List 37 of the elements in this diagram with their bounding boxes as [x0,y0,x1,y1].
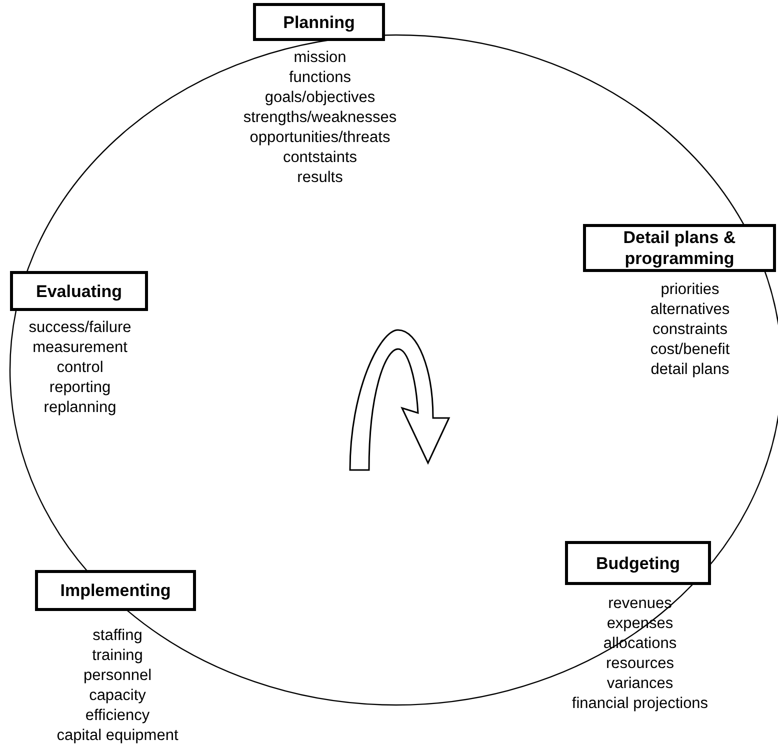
stage-item: measurement [32,338,128,358]
stage-item: capital equipment [56,726,178,746]
stage-box [583,224,776,272]
stage-item: reporting [49,378,111,398]
stage-item: goals/objectives [264,88,376,108]
stage-item: training [92,646,143,666]
stage-item: replanning [44,398,116,418]
stage-item: constraints [652,320,728,340]
stage-box [253,3,385,41]
stage-item: functions [288,68,352,88]
stage-box [565,541,711,585]
stage-item: contstaints [282,148,358,168]
stage-item: detail plans [650,360,730,380]
stage-title: Implementing [60,580,171,601]
stage-title: Planning [283,12,355,32]
stage-item: control [56,358,104,378]
stage-item: resources [606,654,674,674]
stage-item: mission [294,48,346,68]
stage-item: efficiency [85,706,150,726]
stage-title: Detail plans & programming [622,227,737,269]
stage-item: capacity [89,686,146,706]
stage-item: opportunities/threats [250,128,390,148]
stage-item: financial projections [572,694,708,714]
stage-box [35,570,196,611]
stage-item: staffing [92,626,142,646]
stage-item: cost/benefit [650,340,730,360]
stage-item: strengths/weaknesses [243,108,397,128]
stage-item: variances [606,674,674,694]
stage-item: personnel [83,666,152,686]
stage-item: success/failure [28,318,132,338]
stage-item: alternatives [650,300,730,320]
stage-box [10,271,148,311]
stage-title: Evaluating [36,280,122,302]
stage-item: priorities [660,280,720,300]
stage-item: results [297,168,343,188]
stage-title: Budgeting [596,552,680,574]
stage-item: revenues [608,594,672,614]
